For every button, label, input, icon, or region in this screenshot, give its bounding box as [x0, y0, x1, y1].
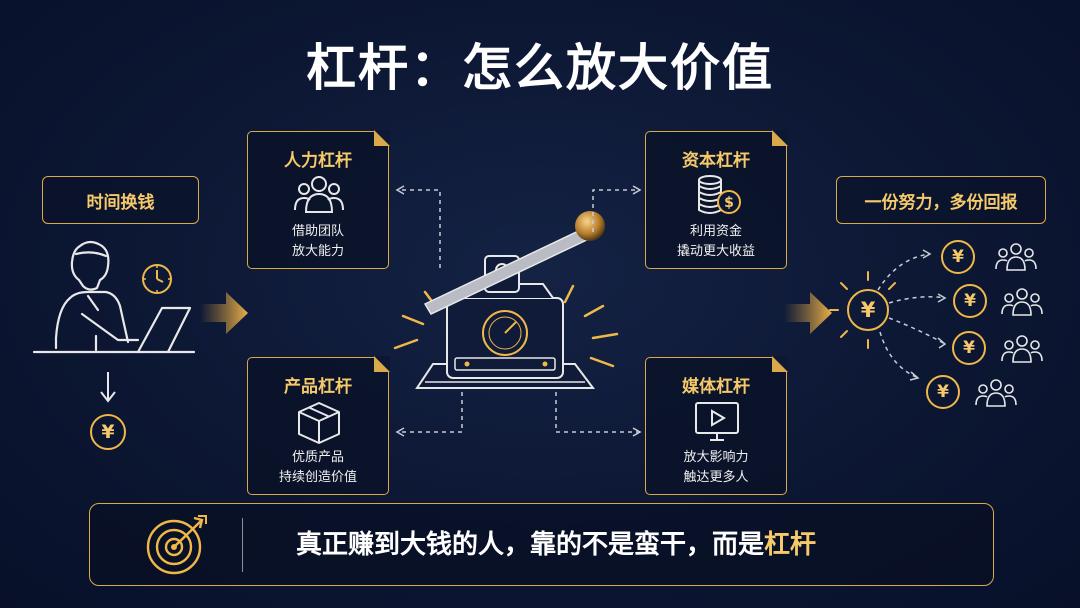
- right-arrow-right-icon: [784, 292, 832, 334]
- return-coin-2-icon: ¥: [953, 284, 987, 318]
- coin-stack-icon: $: [698, 175, 741, 214]
- team-icon: [294, 176, 344, 213]
- target-arrow-icon: [146, 515, 207, 575]
- svg-text:$: $: [724, 195, 734, 211]
- center-coin-symbol: ¥: [860, 298, 876, 322]
- media-leverage-desc: 放大影响力 触达更多人: [646, 448, 786, 488]
- media-desc-line1: 放大影响力: [683, 450, 749, 465]
- product-leverage-desc: 优质产品 持续创造价值: [248, 448, 388, 488]
- product-leverage-card: 产品杠杆 优质产品 持续创造价值: [247, 356, 390, 495]
- media-leverage-card: 媒体杠杆 放大影响力 触达更多人: [645, 356, 788, 495]
- human-desc-line2: 放大能力: [291, 244, 344, 259]
- return-coin-3-icon: ¥: [952, 331, 986, 365]
- bar-divider: [242, 518, 243, 572]
- card-fold: [374, 356, 390, 372]
- time-for-money-text: 时间换钱: [86, 192, 155, 213]
- conclusion-text: 真正赚到大钱的人，靠的不是蛮干，而是杠杆: [296, 524, 816, 561]
- return-coin-1-icon: ¥: [941, 240, 975, 274]
- conclusion-bar: 真正赚到大钱的人，靠的不是蛮干，而是杠杆: [89, 503, 994, 586]
- product-desc-line2: 持续创造价值: [278, 470, 357, 485]
- human-leverage-title: 人力杠杆: [284, 151, 352, 171]
- people-group-icon: [1001, 288, 1043, 316]
- media-desc-line2: 触达更多人: [683, 470, 749, 485]
- right-arrow-left-icon: [200, 292, 248, 334]
- box-icon: [298, 402, 340, 444]
- capital-leverage-title: 资本杠杆: [682, 151, 750, 171]
- product-desc-line1: 优质产品: [291, 450, 344, 465]
- return-coin-1-symbol: ¥: [952, 247, 964, 267]
- conclusion-highlight-text: 杠杆: [764, 530, 817, 560]
- capital-desc-line1: 利用资金: [689, 224, 742, 239]
- clock-icon: [142, 264, 172, 294]
- card-fold: [772, 356, 788, 372]
- people-group-icon: [975, 379, 1017, 407]
- return-coin-3-symbol: ¥: [963, 338, 975, 358]
- return-coin-2-symbol: ¥: [964, 291, 976, 311]
- one-effort-many-returns-text: 一份努力，多份回报: [864, 192, 1018, 213]
- human-desc-line1: 借助团队: [291, 224, 344, 239]
- capital-leverage-desc: 利用资金 撬动更大收益: [646, 222, 786, 262]
- media-leverage-title: 媒体杠杆: [682, 377, 750, 397]
- capital-desc-line2: 撬动更大收益: [676, 244, 755, 259]
- people-group-icon: [1001, 335, 1043, 363]
- center-coin-rays: [829, 271, 896, 349]
- human-leverage-card: 人力杠杆 借助团队 放大能力: [247, 130, 390, 269]
- people-group-icon: [995, 243, 1037, 271]
- human-leverage-desc: 借助团队 放大能力: [248, 222, 388, 262]
- left-coin-symbol: ¥: [101, 421, 115, 443]
- time-for-money-label: 时间换钱: [42, 176, 199, 224]
- return-coin-4-symbol: ¥: [937, 382, 949, 402]
- left-yuan-coin-icon: ¥: [90, 414, 126, 450]
- card-fold: [772, 130, 788, 146]
- person-laptop-icon: [32, 240, 196, 354]
- product-leverage-title: 产品杠杆: [284, 377, 352, 397]
- page-title: 杠杆：怎么放大价值: [306, 39, 774, 97]
- video-screen-icon: [695, 402, 739, 441]
- card-fold: [374, 130, 390, 146]
- down-arrow-icon: [100, 372, 116, 403]
- capital-leverage-card: 资本杠杆 $ 利用资金 撬动更大收益: [645, 130, 788, 269]
- one-effort-many-returns-label: 一份努力，多份回报: [836, 176, 1046, 224]
- leverage-machine-illustration: [393, 211, 619, 389]
- center-yuan-coin-icon: ¥: [847, 289, 889, 331]
- return-coin-4-icon: ¥: [926, 375, 960, 409]
- conclusion-main-text: 真正赚到大钱的人，靠的不是蛮干，而是: [296, 530, 765, 560]
